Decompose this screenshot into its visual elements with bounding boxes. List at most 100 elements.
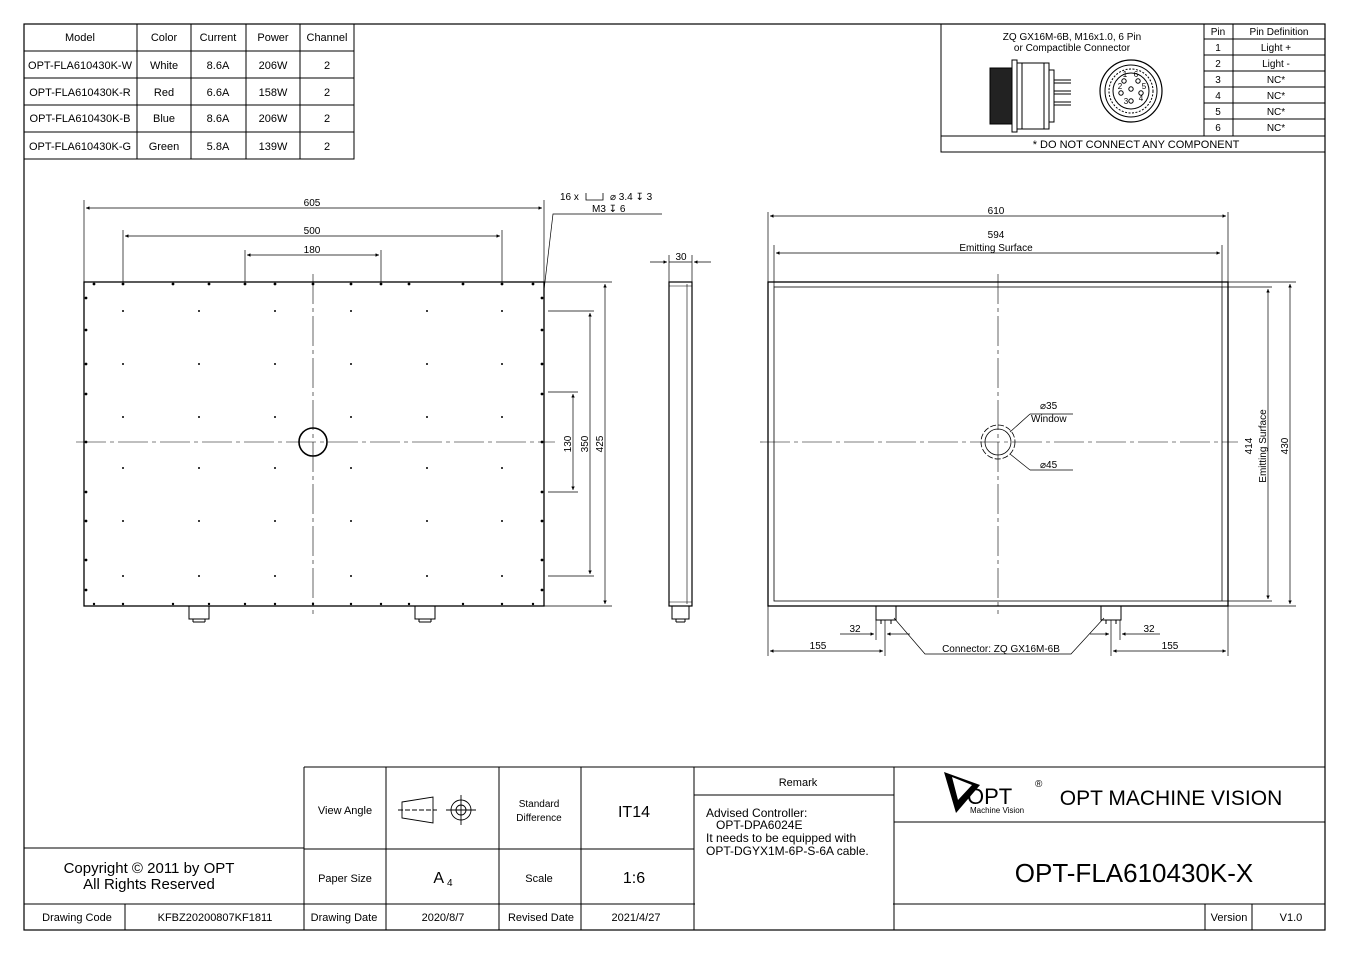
hole-dot [273,602,277,606]
face-pin-label: 6 [1134,70,1139,79]
part-number: OPT-FLA610430K-X [1015,858,1253,888]
model-table-cell: 158W [259,87,288,99]
hole-dot [501,310,503,312]
back-emit-label: Emitting Surface [959,243,1033,254]
counterbore-icon [585,193,604,201]
hole-dot [171,282,175,286]
company-name: OPT MACHINE VISION [1060,787,1282,810]
hole-dot [92,282,96,286]
connector-subtitle: or Compactible Connector [1014,43,1131,54]
back-connector-right [1100,605,1122,624]
connector-footnote: * DO NOT CONNECT ANY COMPONENT [1033,139,1240,151]
connector-pin-box: ZQ GX16M-6B, M16x1.0, 6 Pin or Compactib… [940,23,1326,153]
pin-number: 6 [1215,123,1221,134]
drawing-date-label: Drawing Date [311,912,378,924]
hole-dot [350,416,352,418]
connector-face-icon [1099,59,1163,123]
outer-diameter: ⌀45 [1040,460,1058,471]
face-pin-label: 3 [1124,97,1129,106]
model-table-cell: OPT-FLA610430K-G [29,141,131,153]
model-table-cell: 8.6A [207,113,230,125]
pin-number: 5 [1215,107,1221,118]
front-dim-180: 180 [304,245,321,256]
hole-dot [207,602,211,606]
hole-dot [350,520,352,522]
hole-dot [311,602,315,606]
model-table-header-power: Power [257,32,289,44]
hole-dot [84,362,88,366]
connector-face-pin-labels: 1 2 3 4 5 6 [1118,70,1147,106]
hole-dot [531,282,535,286]
drawing-code-label: Drawing Code [42,912,112,924]
front-connector-right [414,605,436,623]
hole-dot [379,602,383,606]
face-pin-label: 1 [1123,70,1128,79]
front-view-outline [83,281,545,607]
back-emit-label-vertical: Emitting Surface [1258,409,1269,483]
model-table-cell: OPT-FLA610430K-R [29,87,131,99]
pin-definition: NC* [1267,75,1285,86]
hole-dot [350,575,352,577]
model-table-header-channel: Channel [307,32,348,44]
model-table-cell: 2 [324,60,330,72]
hole-dot [84,296,88,300]
hole-dot [350,467,352,469]
hole-dot [350,363,352,365]
pin-definition: NC* [1267,107,1285,118]
side-view-outline [668,281,693,607]
hole-dot [243,602,247,606]
front-dim-130: 130 [563,435,574,452]
hole-dot [198,575,200,577]
logo-sub: Machine Vision [970,806,1024,815]
model-table-cell: 139W [259,141,288,153]
model-table-cell: 2 [324,141,330,153]
hole-dot [122,520,124,522]
back-dim-610: 610 [988,206,1005,217]
hole-dot [84,558,88,562]
version-label: Version [1211,912,1248,924]
copyright-line-1: Copyright © 2011 by OPT [64,860,235,877]
side-dim-30: 30 [675,252,687,263]
connector-title: ZQ GX16M-6B, M16x1.0, 6 Pin [1003,32,1141,43]
model-table-cell: 2 [324,87,330,99]
model-table-cell: Red [154,87,174,99]
model-table: Model Color Current Power Channel OPT-FL… [23,23,355,160]
model-table-header-model: Model [65,32,95,44]
hole-dot [198,467,200,469]
model-table-cell: OPT-FLA610430K-B [30,113,131,125]
pin-number: 3 [1215,75,1221,86]
hole-dot [274,575,276,577]
face-pin-label: 2 [1118,82,1123,91]
hole-dot [84,519,88,523]
hole-dot [501,575,503,577]
hole-dot [501,363,503,365]
side-view: 30 [650,252,711,623]
drawing-date: 2020/8/7 [422,912,465,924]
hole-dot [92,602,96,606]
front-dim-425: 425 [595,435,606,452]
hole-dot [198,363,200,365]
front-dim-350: 350 [580,435,591,452]
hole-dot [540,296,544,300]
hole-note: 16 x ⌀ 3.4 ↧ 3 M3 ↧ 6 [560,192,653,215]
hole-dot [540,558,544,562]
remark-line: It needs to be equipped with [706,831,856,845]
model-table-cell: 206W [259,113,288,125]
hole-dot [274,416,276,418]
front-hole-dots [84,282,544,606]
revised-date-label: Revised Date [508,912,574,924]
pin-number: 2 [1215,59,1221,70]
model-table-cell: OPT-FLA610430K-W [28,60,133,72]
pin-number: 4 [1215,91,1221,102]
back-dim-155-right: 155 [1162,641,1179,652]
back-view: 610 594 Emitting Surface 414 Emitting Su… [760,206,1296,656]
logo-reg: ® [1035,779,1043,790]
hole-note-count: 16 x [560,192,579,203]
hole-dot [540,440,544,444]
face-pin-label: 5 [1142,82,1147,91]
remark-line: OPT-DPA6024E [706,818,803,832]
hole-dot [379,282,383,286]
hole-note-thread: M3 ↧ 6 [592,204,626,215]
hole-dot [121,602,125,606]
